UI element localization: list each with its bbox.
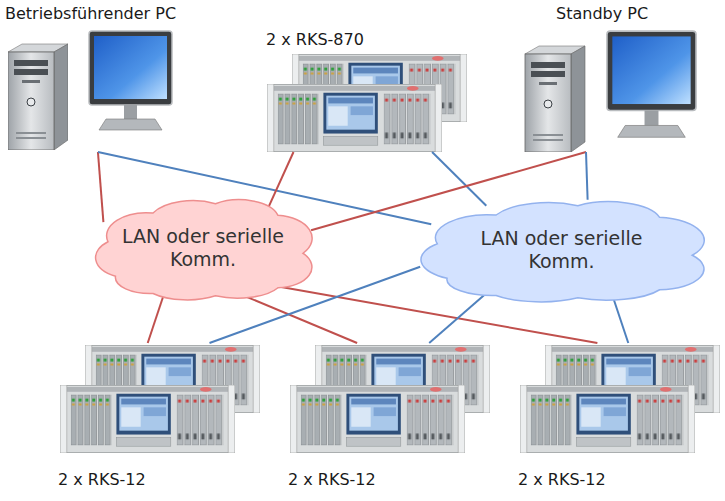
rack-unit [290, 385, 465, 453]
device-label: 2 x RKS-12 [518, 470, 606, 489]
cloud-label: LAN oder serielle Komm. [477, 227, 647, 273]
rack-unit [520, 385, 695, 453]
network-link [432, 152, 486, 206]
pc-tower [525, 46, 585, 152]
pc-monitor [89, 31, 172, 130]
network-cloud: LAN oder serielle Komm. [78, 190, 328, 305]
cloud-shape [96, 200, 313, 300]
pc-monitor [607, 31, 696, 137]
network-link [242, 295, 357, 343]
rack-group: 2 x RKS-12 [55, 343, 261, 499]
rack-unit [60, 385, 235, 453]
rack-group: 2 x RKS-870 [262, 30, 472, 152]
network-link [269, 152, 294, 206]
device-label: Standby PC [556, 4, 648, 23]
network-link [98, 152, 103, 222]
network-link [613, 297, 628, 343]
network-link [429, 293, 486, 343]
rack-unit [267, 84, 442, 152]
network-link [148, 295, 164, 343]
device-label: 2 x RKS-870 [266, 30, 364, 49]
pc-station: Standby PC [520, 2, 720, 152]
device-label: Betriebsführender PC [5, 4, 176, 23]
pc-station: Betriebsführender PC [2, 2, 183, 152]
device-label: 2 x RKS-12 [288, 470, 376, 489]
device-label: 2 x RKS-12 [58, 470, 146, 489]
rack-group: 2 x RKS-12 [285, 343, 491, 499]
rack-group: 2 x RKS-12 [515, 343, 721, 499]
cloud-label: LAN oder serielle Komm. [118, 225, 288, 271]
cloud-shape [421, 202, 704, 302]
network-link [586, 152, 588, 200]
network-cloud: LAN oder serielle Komm. [398, 192, 725, 307]
pc-tower [8, 44, 68, 150]
